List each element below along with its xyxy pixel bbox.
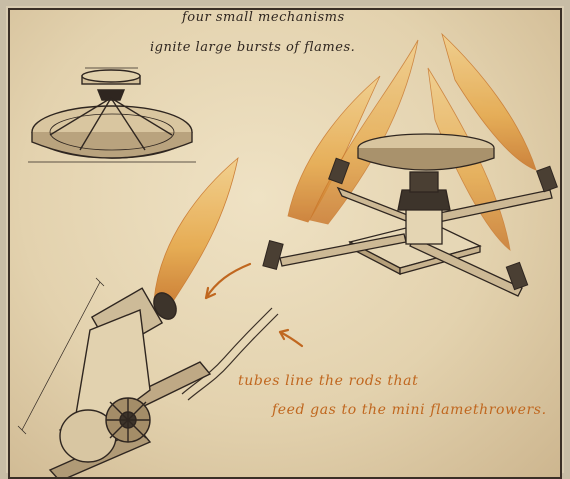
annotation-top-line1: four small mechanisms <box>182 10 345 25</box>
annotation-bottom-line2: feed gas to the mini flamethrowers. <box>272 402 547 418</box>
central-column <box>398 172 450 244</box>
annotation-bottom-line1: tubes line the rods that <box>238 373 418 389</box>
flamethrower-device <box>50 288 210 479</box>
small-disc-sketch <box>28 68 196 162</box>
orange-arrows <box>206 264 302 346</box>
top-disc <box>358 134 494 170</box>
flame-left <box>154 158 238 306</box>
parchment-sheet: four small mechanisms ignite large burst… <box>8 8 562 479</box>
annotation-top-line2: ignite large bursts of flames. <box>150 40 355 55</box>
